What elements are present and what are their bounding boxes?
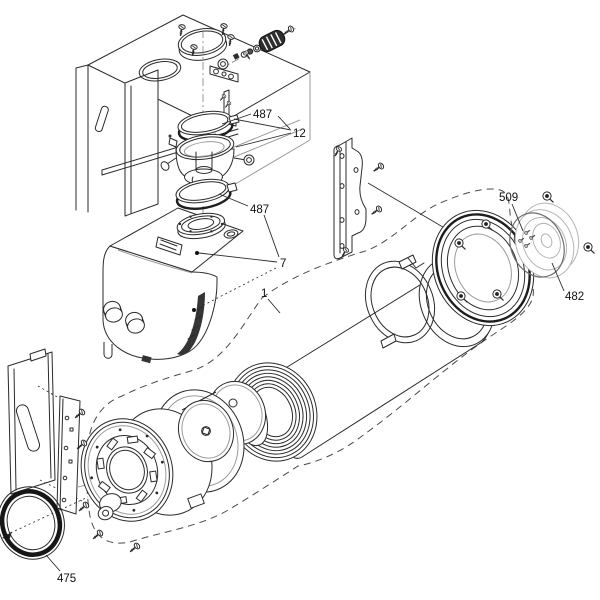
door-bolt-hole <box>118 428 122 432</box>
casting-collar <box>176 212 226 240</box>
casting-label-patch <box>155 236 183 256</box>
collar-bolt-hole <box>189 215 192 218</box>
cabinet-inner-panel <box>124 69 159 217</box>
door-bolt-hole <box>95 445 99 449</box>
part-label-487-mid: 487 <box>250 204 269 216</box>
clamp-ring-lower <box>175 178 238 210</box>
mounting-plate <box>56 395 81 515</box>
cover-482 <box>509 202 580 279</box>
casting-boss-1 <box>103 300 123 323</box>
door-lug <box>96 457 105 470</box>
door-bolt-hole <box>132 508 136 512</box>
door-port <box>97 493 122 521</box>
part-label-475: 475 <box>57 573 76 585</box>
sensor-bolt <box>232 52 240 60</box>
washer-screw-icon <box>541 190 556 204</box>
door-bolt-hole <box>145 434 149 438</box>
screw-icon <box>371 161 386 175</box>
collar-bolt-hole <box>178 222 182 226</box>
washer-screw-icon <box>582 241 597 255</box>
sensor-body <box>258 29 286 53</box>
burner-door-assembly <box>77 380 266 522</box>
door-bolt-hole <box>90 476 94 480</box>
part-label-509: 509 <box>499 192 518 204</box>
screw-fasteners <box>72 22 597 555</box>
door-bolt-hole <box>160 460 164 464</box>
cover-gasket-ring <box>509 212 565 278</box>
door-bolt-hole <box>155 491 159 495</box>
casting-foot <box>103 342 113 359</box>
mounting-bracket <box>333 137 471 260</box>
retainer-ring <box>364 254 436 349</box>
collar-bolt-hole <box>210 215 213 218</box>
cabinet-top-hole <box>138 58 182 82</box>
part-label-487-top: 487 <box>253 109 272 121</box>
screw-icon <box>90 528 105 542</box>
cabinet-top-connector-plate <box>209 65 239 83</box>
part-label-482: 482 <box>565 291 584 303</box>
collar-bolt-hole <box>210 230 213 233</box>
part-label-7: 7 <box>280 258 286 270</box>
door-lug <box>126 435 139 444</box>
screw-icon <box>127 541 142 555</box>
casting-clip <box>141 355 152 364</box>
collar-bolt-hole <box>220 222 224 226</box>
door-lug <box>149 470 158 483</box>
frame-panel-slot <box>15 404 41 452</box>
door-front-plate <box>80 418 174 522</box>
flue-adapter-cup <box>160 133 255 186</box>
top-collar-ring <box>177 28 228 61</box>
assembly-boundary-outline <box>86 188 534 544</box>
collar-bolt-hole <box>189 230 192 233</box>
burner-body-casting <box>102 207 244 364</box>
casting-shadow-band <box>177 292 205 355</box>
part-label-12: 12 <box>293 128 306 140</box>
door-gasket-ring-475 <box>0 486 89 560</box>
cabinet-side-slot <box>94 105 109 133</box>
flue-column <box>160 30 255 240</box>
frame-panel <box>7 348 85 503</box>
casting-boss-2 <box>125 311 145 334</box>
door-lug-ring <box>90 428 164 512</box>
screw-icon <box>369 204 384 218</box>
part-label-1: 1 <box>261 288 267 300</box>
callouts: 487 12 487 7 1 509 482 475 <box>45 109 584 585</box>
